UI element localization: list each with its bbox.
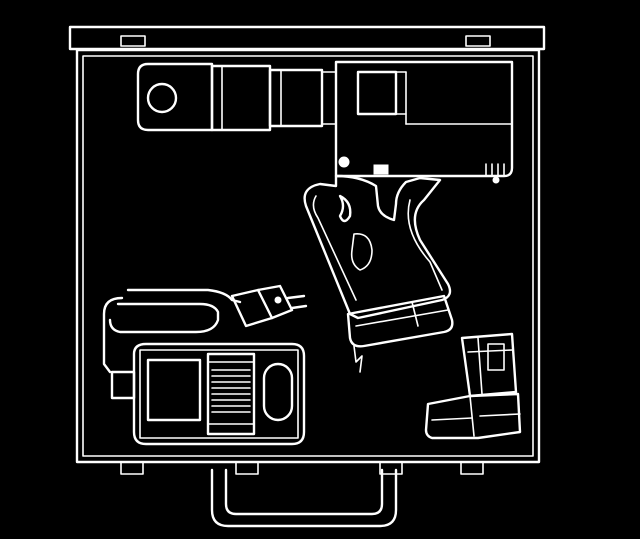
case-handle [210, 468, 398, 528]
battery-pack [424, 332, 522, 440]
impact-wrench [136, 60, 514, 373]
power-plug [102, 284, 308, 374]
carrying-case [68, 25, 546, 475]
battery-charger [110, 342, 306, 446]
